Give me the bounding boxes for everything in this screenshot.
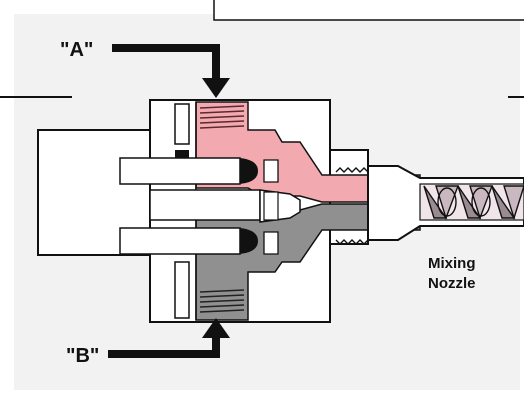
arrow-up-icon [108,318,230,358]
arrow-down-icon [112,44,230,98]
nose-threads [335,167,369,245]
valve-rod-a [119,157,279,185]
mixing-element-icon [423,185,524,221]
label-nozzle: Nozzle [428,275,476,292]
port-b-threads [199,289,245,313]
label-mixing: Mixing [428,255,476,272]
port-a-threads [199,105,245,129]
label-port-a: "A" [60,39,93,61]
valve-rod-b [119,227,279,255]
label-port-b: "B" [66,345,99,367]
caption-box [213,0,524,21]
valve-rod-center [149,189,301,223]
